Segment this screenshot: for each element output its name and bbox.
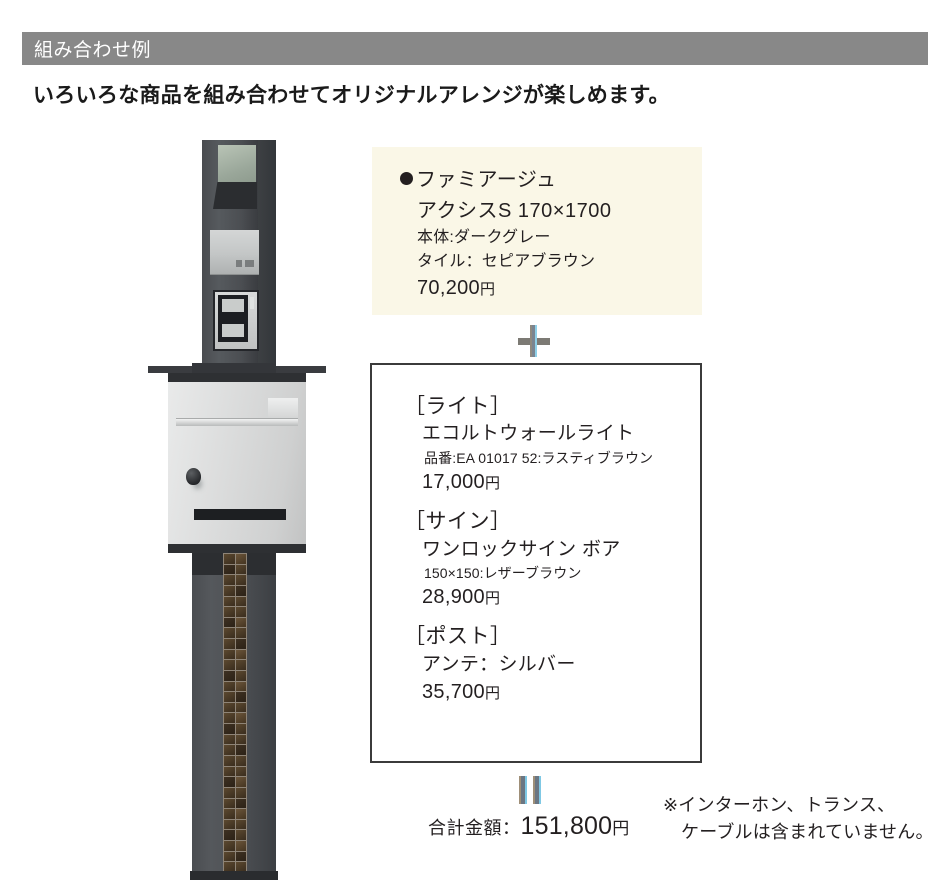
main-product-price-value: 70,200 (417, 276, 480, 299)
accessory-group-light: ［ライト］ エコルトウォールライト 品番:EA 01017 52:ラスティブラウ… (404, 393, 700, 496)
tile-strip-icon (223, 553, 247, 873)
footnote-line1: ※インターホン、トランス、 (663, 795, 896, 815)
mailbox-tab-icon (268, 398, 298, 420)
camera-panel-icon (218, 145, 256, 187)
total-amount-yen: 円 (612, 819, 630, 838)
main-product-name-line1-text: ファミアージュ (416, 169, 557, 191)
accessory-code-sign: 150×150:レザーブラウン (424, 565, 582, 582)
mailbox-slot-icon (194, 509, 286, 520)
accessory-price-post: 35,700円 (404, 678, 700, 706)
mailbox-lip-icon (176, 418, 298, 426)
main-product-name-line1: ファミアージュ (400, 165, 702, 196)
accessory-price-sign-value: 28,900 (422, 586, 485, 609)
accessory-category-light: ［ライト］ (404, 395, 512, 418)
main-product-name-line2: アクシスS 170×1700 (417, 200, 612, 222)
keypad-unit-icon (213, 290, 259, 351)
accessory-price-post-yen: 円 (484, 685, 501, 703)
mailbox-body-icon (168, 373, 306, 553)
section-header: 組み合わせ例 (22, 32, 928, 65)
footnote-line2: ケーブルは含まれていません。 (681, 822, 934, 842)
subtitle-text: いろいろな商品を組み合わせてオリジナルアレンジが楽しめます。 (33, 84, 670, 107)
accessory-price-light-yen: 円 (484, 475, 501, 493)
total-label: 合計金額： (428, 818, 521, 838)
total-amount-value: 151,800 (520, 812, 613, 840)
accessory-group-post: ［ポスト］ アンテ：シルバー 35,700円 (404, 623, 700, 706)
accessory-price-sign-yen: 円 (484, 590, 501, 608)
accessory-price-light: 17,000円 (404, 468, 700, 496)
bullet-dot-icon (400, 172, 413, 185)
post-foot-icon (190, 871, 278, 880)
accessories-card: ［ライト］ エコルトウォールライト 品番:EA 01017 52:ラスティブラウ… (370, 363, 702, 763)
footnote-text: ※インターホン、トランス、 ケーブルは含まれていません。 (663, 792, 934, 846)
total-amount-line: 合計金額：151,800円 (428, 812, 630, 841)
mailbox-knob-icon (186, 468, 201, 485)
main-product-spec-tile: タイル：セピアブラウン (417, 253, 596, 271)
main-product-spec-body: 本体:ダークグレー (417, 229, 551, 246)
accessory-group-sign: ［サイン］ ワンロックサイン ボア 150×150:レザーブラウン 28,900… (404, 508, 700, 611)
keypad-screen-icon (218, 295, 248, 342)
accessory-price-post-value: 35,700 (422, 681, 485, 704)
accessory-price-light-value: 17,000 (422, 471, 485, 494)
accessory-price-sign: 28,900円 (404, 583, 700, 611)
accessory-code-light: 品番:EA 01017 52:ラスティブラウン (424, 449, 654, 466)
accessory-name-post: アンテ：シルバー (422, 653, 576, 675)
accessory-category-post: ［ポスト］ (404, 625, 512, 649)
main-product-card: ファミアージュ アクシスS 170×1700 本体:ダークグレー タイル：セピア… (372, 147, 702, 315)
page-title: 組み合わせ例 (34, 40, 152, 61)
intercom-plate-icon (210, 230, 259, 275)
keypad-led-icon (250, 297, 254, 309)
main-product-price: 70,200円 (400, 277, 702, 300)
accessory-category-sign: ［サイン］ (404, 510, 512, 534)
equals-operator-icon (518, 776, 544, 804)
product-photo (130, 135, 370, 880)
main-product-price-yen: 円 (479, 280, 496, 298)
post-upper-base (192, 363, 276, 373)
post-upper-side-face (258, 140, 276, 368)
accessory-name-light: エコルトウォールライト (422, 423, 635, 445)
accessory-name-sign: ワンロックサイン ボア (422, 538, 621, 560)
camera-hood-icon (213, 182, 257, 209)
plus-operator-icon (518, 325, 550, 357)
